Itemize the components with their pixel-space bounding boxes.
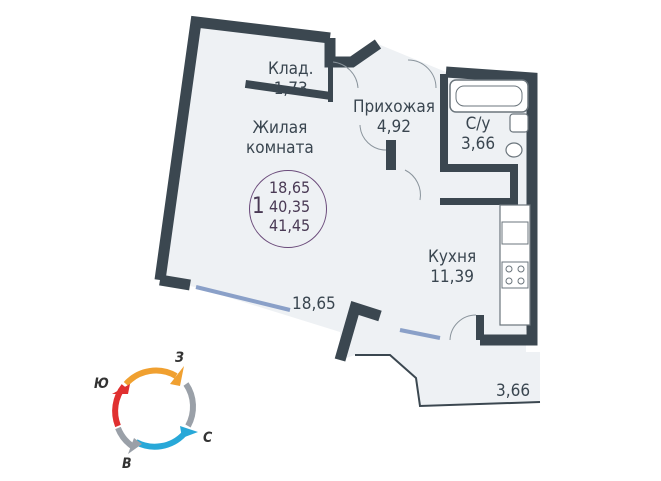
bathroom-label: С/у 3,66	[461, 114, 495, 154]
bathtub	[449, 79, 529, 113]
living-area-value: 18,65	[269, 178, 311, 197]
compass-icon	[112, 366, 198, 454]
compass-south-label: В	[122, 456, 132, 472]
kitchen-name: Кухня	[428, 247, 477, 267]
toilet	[505, 142, 523, 158]
storage-name: Клад.	[268, 59, 314, 79]
compass-west-label: Ю	[94, 376, 109, 392]
kitchen-sink	[501, 221, 529, 245]
window	[195, 285, 291, 312]
doors	[332, 59, 477, 341]
hall-label: Прихожая 4,92	[353, 97, 435, 137]
bathroom-area: 3,66	[461, 134, 496, 154]
living-name-line1: Жилая	[252, 118, 308, 138]
living-name-line2: комната	[246, 138, 314, 158]
washbasin	[509, 113, 529, 133]
storage-area: 1,73	[273, 79, 308, 99]
storage-label: Клад. 1,73	[268, 59, 313, 99]
kitchen-area: 11,39	[430, 267, 474, 287]
walls	[154, 15, 538, 362]
bathroom-name: С/у	[465, 114, 491, 134]
area-summary: 18,65 40,35 41,45	[269, 178, 310, 235]
kitchen-counter	[499, 204, 531, 326]
compass-north-label: З	[175, 350, 184, 366]
stove	[501, 261, 529, 289]
total-with-balcony-value: 41,45	[269, 216, 311, 235]
living-label: Жилая комната	[246, 118, 314, 158]
balcony-area-label: 3,66	[496, 381, 531, 401]
kitchen-label: Кухня 11,39	[428, 247, 476, 287]
window	[399, 328, 441, 340]
balcony	[355, 354, 541, 408]
total-area-value: 40,35	[269, 197, 311, 216]
hall-name: Прихожая	[353, 97, 435, 117]
summary-ring	[249, 170, 327, 248]
hall-area: 4,92	[376, 117, 411, 137]
living-area-label: 18,65	[292, 294, 336, 314]
rooms-count: 1	[252, 194, 265, 219]
compass-east-label: С	[203, 430, 213, 446]
interior-walls	[244, 62, 518, 340]
